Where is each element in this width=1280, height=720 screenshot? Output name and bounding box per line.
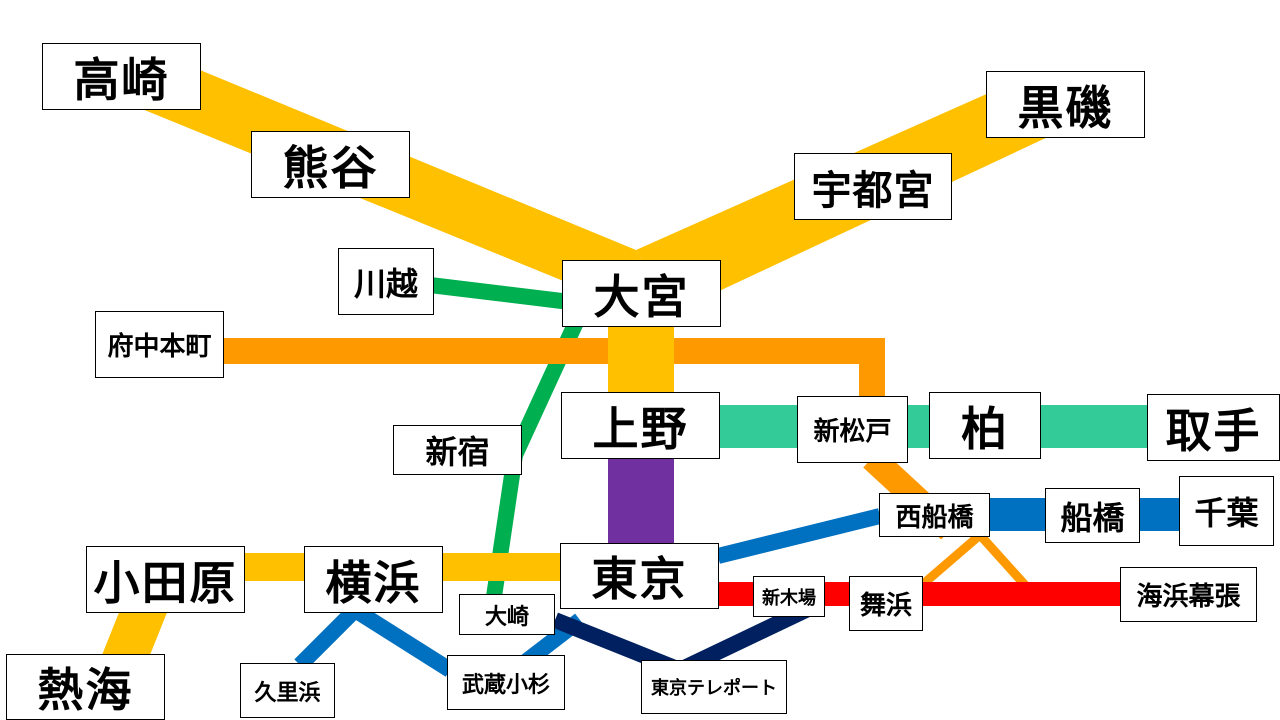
station-kurihama[interactable]: 久里浜 <box>240 663 335 718</box>
station-shinkiba[interactable]: 新木場 <box>753 576 825 617</box>
station-toride[interactable]: 取手 <box>1147 394 1280 461</box>
station-kaihinmakuhari[interactable]: 海浜幕張 <box>1120 567 1257 622</box>
station-ueno[interactable]: 上野 <box>561 392 720 459</box>
station-tokyoteleport[interactable]: 東京テレポート <box>641 660 787 714</box>
station-maihama[interactable]: 舞浜 <box>849 576 923 631</box>
station-omiya[interactable]: 大宮 <box>562 260 721 327</box>
line-omiya-ueno <box>608 320 674 400</box>
station-chiba[interactable]: 千葉 <box>1179 476 1274 546</box>
line-sobu <box>716 508 882 564</box>
station-kashiwa[interactable]: 柏 <box>929 392 1041 459</box>
station-kawagoe[interactable]: 川越 <box>338 248 434 315</box>
station-fuchuhonmachi[interactable]: 府中本町 <box>95 311 224 378</box>
station-nishifunabashi[interactable]: 西船橋 <box>879 493 990 537</box>
station-funabashi[interactable]: 船橋 <box>1045 488 1140 543</box>
station-kuroiso[interactable]: 黒磯 <box>986 71 1145 138</box>
station-shinmatsudo[interactable]: 新松戸 <box>797 396 908 463</box>
station-yokohama[interactable]: 横浜 <box>304 546 443 613</box>
station-musashikosugi[interactable]: 武蔵小杉 <box>447 655 565 710</box>
line-saikyo <box>429 277 571 310</box>
line-musashino-branch <box>919 528 1029 589</box>
line-musashino-east <box>674 338 885 398</box>
line-yokosuka <box>294 599 455 677</box>
station-osaki[interactable]: 大崎 <box>459 594 555 635</box>
line-ueno-tokyo <box>608 455 674 547</box>
station-takasaki[interactable]: 高崎 <box>42 43 201 110</box>
station-odawara[interactable]: 小田原 <box>86 546 245 613</box>
station-tokyo[interactable]: 東京 <box>560 543 719 609</box>
station-utsunomiya[interactable]: 宇都宮 <box>794 153 952 220</box>
station-kumagaya[interactable]: 熊谷 <box>251 131 410 198</box>
station-atami[interactable]: 熱海 <box>6 654 165 720</box>
station-shinjuku[interactable]: 新宿 <box>393 425 522 475</box>
